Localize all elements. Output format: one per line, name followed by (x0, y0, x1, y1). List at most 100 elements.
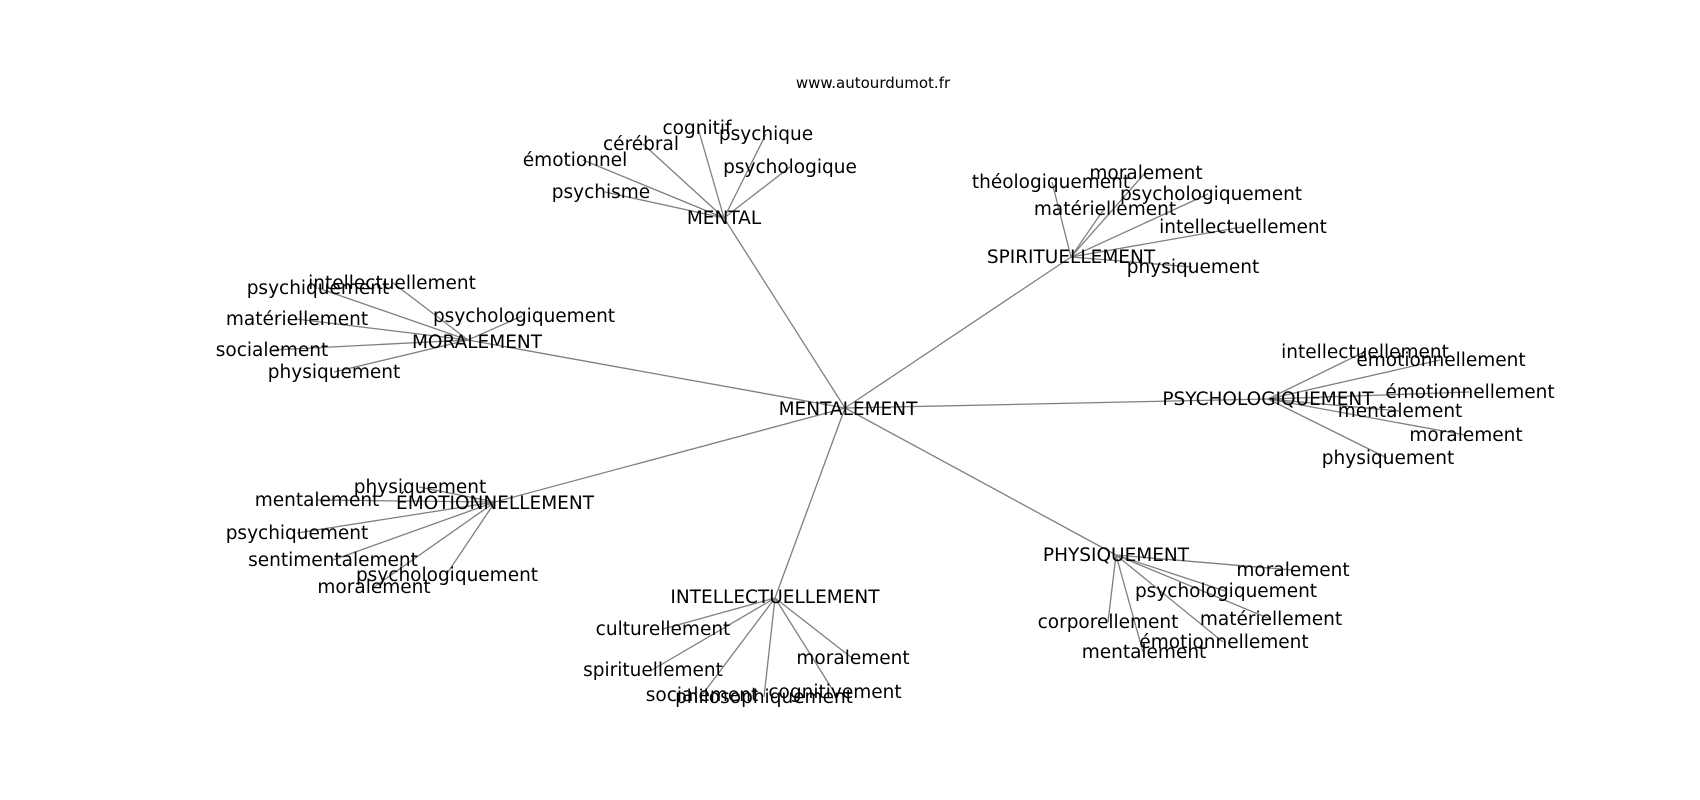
edge-leaf (272, 339, 469, 351)
edge-leaf (1070, 208, 1105, 258)
edge-center-spirituellement (844, 256, 1072, 409)
leaf-word: intellectuellement (308, 273, 476, 294)
cluster-node: ÉMOTIONNELLEMENT (396, 492, 595, 514)
edge-leaf (392, 282, 469, 341)
edge-leaf (1070, 226, 1243, 258)
graph-labels: MENTALEMENT cognitifpsychiquecérébralémo… (216, 118, 1555, 708)
leaf-word: intellectuellement (1281, 342, 1449, 363)
leaf-word: mentalement (255, 490, 380, 511)
edge-leaf (662, 597, 776, 630)
edge-leaf (1267, 398, 1466, 436)
site-url: www.autourdumot.fr (796, 74, 951, 92)
edge-leaf (332, 501, 496, 561)
leaf-word: intellectuellement (1159, 217, 1327, 238)
leaf-word: psychologiquement (1120, 184, 1302, 205)
leaf-word: matériellement (226, 309, 368, 330)
edge-center-émotionnellement (494, 407, 846, 503)
edge-leaf (333, 339, 469, 373)
leaf-word: moralement (1409, 425, 1522, 446)
edge-leaf (1051, 181, 1072, 258)
edge-leaf (1267, 391, 1470, 400)
edge-leaf (295, 318, 469, 341)
edge-leaf (697, 127, 725, 219)
leaf-word: émotionnellement (1139, 632, 1308, 653)
edge-leaf (445, 501, 496, 576)
edge-leaf (1070, 256, 1193, 268)
graph-edges (272, 127, 1470, 698)
leaf-word: mentalement (1338, 401, 1463, 422)
leaf-word: cérébral (603, 134, 679, 155)
edge-center-physiquement (844, 407, 1117, 556)
leaf-word: psychiquement (226, 523, 369, 544)
center-node: MENTALEMENT (779, 399, 918, 420)
leaf-word: socialement (646, 685, 759, 706)
leaf-word: psychologiquement (356, 565, 538, 586)
edge-leaf (1107, 554, 1117, 623)
edge-leaf (1267, 398, 1400, 412)
leaf-word: psychiquement (247, 278, 390, 299)
edge-leaf (1267, 351, 1365, 400)
leaf-word: psychisme (552, 182, 650, 203)
edge-leaf (1267, 359, 1441, 400)
leaf-word: psychique (719, 124, 813, 145)
edge-leaf (1115, 554, 1293, 571)
edge-leaf (723, 133, 767, 219)
leaf-word: cognitif (662, 118, 731, 139)
edge-leaf (1115, 554, 1226, 592)
leaf-word: matériellement (1034, 199, 1176, 220)
leaf-word: cognitivement (768, 682, 901, 703)
leaf-word: psychologique (723, 157, 857, 178)
cluster-node: INTELLECTUELLEMENT (670, 587, 880, 608)
edge-center-psychologiquement (844, 398, 1269, 409)
edge-leaf (296, 501, 496, 534)
edge-leaf (316, 499, 496, 503)
edge-leaf (774, 597, 853, 659)
leaf-word: émotionnellement (1356, 350, 1525, 371)
edge-leaf (604, 191, 725, 219)
leaf-word: physiquement (268, 362, 400, 383)
leaf-word: physiquement (1322, 448, 1454, 469)
edge-leaf (651, 597, 776, 671)
leaf-word: psychologiquement (1135, 581, 1317, 602)
edge-center-moralement (467, 339, 846, 409)
leaf-word: moralement (796, 648, 909, 669)
leaf-word: spirituellement (583, 660, 723, 681)
leaf-word: théologiquement (972, 172, 1130, 193)
leaf-word: corporellement (1038, 612, 1179, 633)
edge-leaf (723, 166, 791, 219)
edge-leaf (418, 486, 496, 503)
edge-leaf (1267, 398, 1388, 459)
edge-leaf (642, 143, 725, 219)
edge-leaf (1115, 554, 1144, 653)
leaf-word: matériellement (1200, 609, 1342, 630)
edge-leaf (1115, 554, 1224, 643)
cluster-node: MORALEMENT (412, 332, 543, 353)
edge-leaf (1070, 172, 1146, 258)
cluster-node: MENTAL (687, 208, 762, 229)
leaf-word: moralement (1236, 560, 1349, 581)
leaf-word: moralement (1089, 163, 1202, 184)
leaf-word: émotionnel (523, 150, 627, 171)
edge-leaf (1070, 193, 1209, 258)
edge-leaf (701, 597, 776, 696)
edge-leaf (774, 597, 835, 693)
leaf-word: sentimentalement (248, 550, 418, 571)
leaf-word: culturellement (596, 619, 731, 640)
cluster-node: PSYCHOLOGIQUEMENT (1162, 389, 1374, 410)
cluster-node: PHYSIQUEMENT (1043, 545, 1190, 566)
leaf-word: socialement (216, 340, 329, 361)
leaf-word: mentalement (1082, 642, 1207, 663)
cluster-node: SPIRITUELLEMENT (987, 247, 1156, 268)
edge-leaf (763, 597, 776, 698)
edge-leaf (1115, 554, 1271, 620)
leaf-word: philosophiquement (675, 687, 853, 708)
leaf-word: physiquement (1127, 257, 1259, 278)
leaf-word: moralement (317, 577, 430, 598)
edge-leaf (467, 315, 523, 341)
edge-leaf (317, 287, 469, 341)
leaf-word: psychologiquement (433, 306, 615, 327)
edge-leaf (373, 501, 496, 588)
edge-leaf (582, 159, 725, 219)
edge-center-mental (723, 217, 846, 409)
